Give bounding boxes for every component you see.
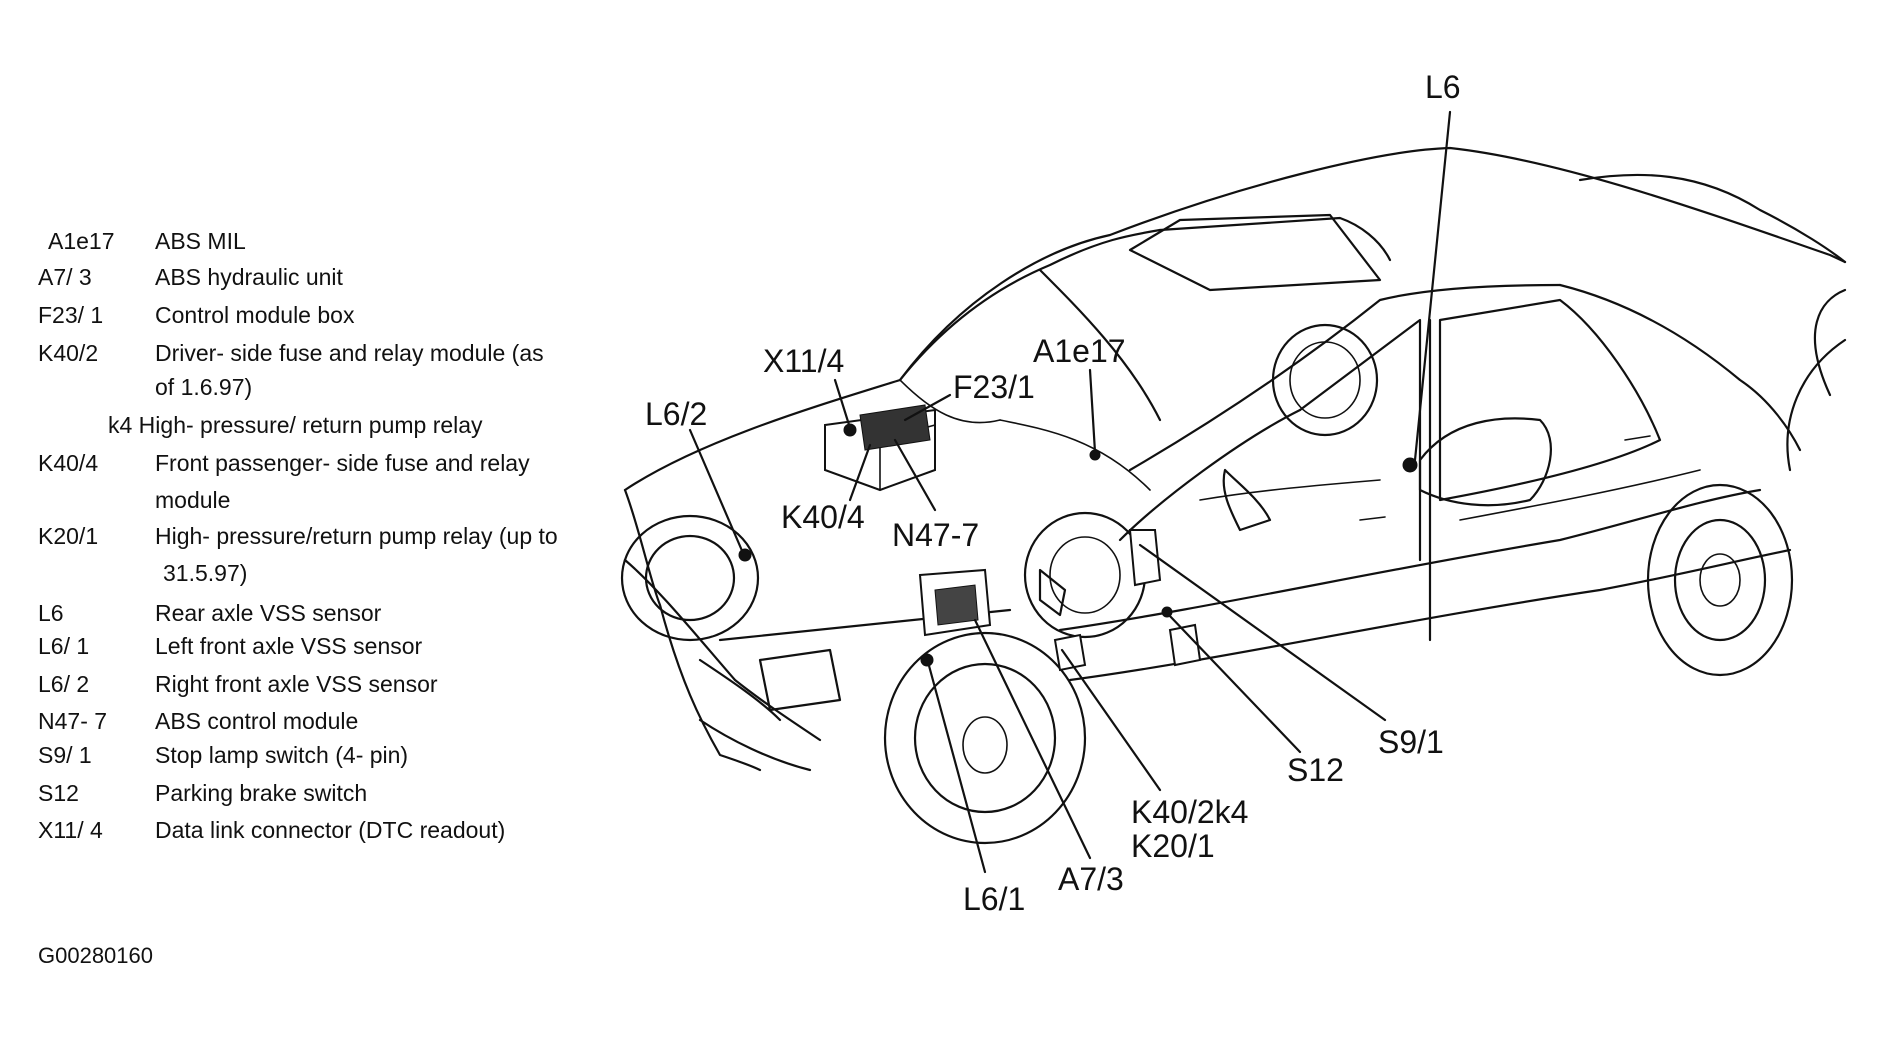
control-module-box: [824, 404, 936, 492]
legend-code: S9/ 1: [38, 742, 92, 768]
callout-labels: L6 X11/4 A1e17 F23/1 L6/2 K40/4 N47-7 S9…: [645, 69, 1461, 917]
figure-id: G00280160: [38, 943, 153, 968]
callout-k40-2k4: K40/2k4: [1131, 794, 1248, 830]
legend-desc-continued: module: [155, 487, 231, 513]
legend-code: L6: [38, 600, 64, 626]
callout-s12: S12: [1287, 752, 1344, 788]
stop-lamp-switch: [1128, 529, 1162, 587]
callout-a7-3: A7/3: [1058, 861, 1124, 897]
rear-axle-assembly: [1402, 417, 1552, 507]
legend-code: L6/ 1: [38, 633, 90, 659]
car-body-outline: [623, 146, 1847, 772]
legend-desc: ABS control module: [155, 708, 359, 734]
callout-leader-lines: [688, 110, 1452, 874]
relay-module-k40-2: [1053, 633, 1087, 672]
legend-desc: Rear axle VSS sensor: [155, 600, 382, 626]
legend-code: X11/ 4: [38, 817, 103, 843]
legend-desc: Left front axle VSS sensor: [155, 633, 423, 659]
abs-control-module: [918, 568, 992, 637]
callout-s9-1: S9/1: [1378, 724, 1444, 760]
legend-code: S12: [38, 780, 79, 806]
legend-desc: Parking brake switch: [155, 780, 368, 806]
legend-desc-continued: of 1.6.97): [155, 374, 253, 400]
legend-desc: Front passenger- side fuse and relay: [155, 450, 530, 476]
rear-drum-visible: [1271, 323, 1379, 437]
front-left-wheel-hub: [883, 631, 1087, 845]
legend-desc: ABS hydraulic unit: [155, 264, 343, 290]
brake-booster: [1023, 511, 1147, 639]
callout-k40-4: K40/4: [781, 499, 865, 535]
parking-brake-switch: [1161, 606, 1202, 667]
legend-code: L6/ 2: [38, 671, 90, 697]
legend-code: K40/4: [38, 450, 99, 476]
legend-desc: Control module box: [155, 302, 355, 328]
callout-l6: L6: [1425, 69, 1461, 105]
callout-f23-1: F23/1: [953, 369, 1035, 405]
callout-l6-2: L6/2: [645, 396, 707, 432]
callout-n47-7: N47-7: [892, 517, 979, 553]
legend-desc-continued: 31.5.97): [163, 560, 248, 586]
legend-code: A7/ 3: [38, 264, 92, 290]
legend-code: K40/2: [38, 340, 99, 366]
legend-desc: Right front axle VSS sensor: [155, 671, 438, 697]
legend-code: F23/ 1: [38, 302, 104, 328]
legend-code: N47- 7: [38, 708, 108, 734]
legend-sub-entry: k4 High- pressure/ return pump relay: [108, 412, 483, 438]
legend-desc: Stop lamp switch (4- pin): [155, 742, 409, 768]
callout-x11-4: X11/4: [763, 343, 844, 379]
front-right-wheel-hub: [620, 514, 760, 642]
legend-code: K20/1: [38, 523, 99, 549]
callout-l6-1: L6/1: [963, 881, 1025, 917]
callout-k20-1: K20/1: [1131, 828, 1215, 864]
legend-desc: Driver- side fuse and relay module (as: [155, 340, 544, 366]
legend-code: A1e17: [48, 228, 115, 254]
rear-wheel: [1646, 483, 1794, 677]
legend-desc: High- pressure/return pump relay (up to: [155, 523, 558, 549]
legend-desc: ABS MIL: [155, 228, 246, 254]
legend-desc: Data link connector (DTC readout): [155, 817, 506, 843]
component-legend: A1e17 ABS MIL A7/ 3 ABS hydraulic unit F…: [0, 0, 620, 1039]
callout-a1e17: A1e17: [1033, 333, 1126, 369]
